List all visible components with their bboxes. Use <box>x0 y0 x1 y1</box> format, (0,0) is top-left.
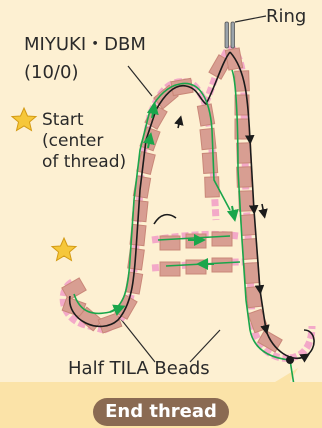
tila-bead <box>211 231 233 247</box>
arrow-icon <box>226 205 239 222</box>
arrow-icon <box>109 304 126 316</box>
tila-bead <box>201 152 219 174</box>
tila-bead <box>97 312 123 334</box>
tila-bead <box>234 94 250 116</box>
half-tila-pointer-line <box>119 317 156 363</box>
half-tila-pointer-line-2 <box>189 329 221 363</box>
tila-bead <box>61 277 87 301</box>
green-thread <box>73 69 297 399</box>
miyuki-label: MIYUKI・DBM <box>24 34 146 55</box>
tila-bead <box>224 47 244 71</box>
black-thread <box>69 51 315 363</box>
bead-size-label: (10/0) <box>24 62 79 83</box>
half-tila-label: Half TILA Beads <box>68 358 210 379</box>
ring-label: Ring <box>266 6 307 27</box>
ring-pointer-line <box>234 15 267 23</box>
miyuki-pointer-line <box>127 65 153 97</box>
star-icon <box>50 236 78 262</box>
tila-bead <box>211 257 233 273</box>
arrow-icon <box>142 132 155 149</box>
tila-bead <box>239 214 257 236</box>
green-arrows <box>109 102 239 316</box>
tila-bead <box>241 238 259 260</box>
end-knot <box>286 356 294 364</box>
start-label: Start (center of thread) <box>42 110 127 172</box>
tila-bead <box>159 261 181 277</box>
end-thread-badge: End thread <box>93 398 229 426</box>
tila-bead <box>159 235 181 251</box>
tila-bead <box>199 127 217 151</box>
arrow-icon <box>146 102 159 119</box>
tila-bead <box>185 259 207 275</box>
ring-icon <box>224 21 235 49</box>
tila-bead <box>236 142 252 164</box>
half-tila-beads <box>61 47 283 353</box>
star-icon <box>10 106 38 132</box>
